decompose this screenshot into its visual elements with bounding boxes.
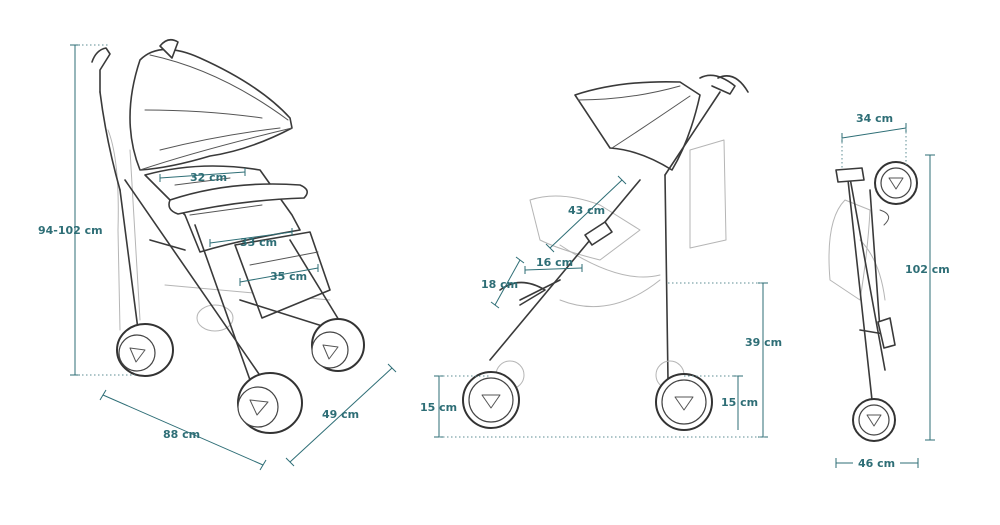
footrest-width-label: 35 cm bbox=[270, 270, 307, 283]
height-label: 94-102 cm bbox=[38, 224, 103, 237]
seat-back-width-label: 32 cm bbox=[190, 171, 227, 184]
handle-left bbox=[91, 47, 111, 93]
front-right-wheel bbox=[311, 318, 365, 372]
side-canopy bbox=[574, 80, 701, 171]
canopy-shape bbox=[129, 48, 293, 171]
side-front-wheel bbox=[462, 371, 520, 429]
seat-width-label: 33 cm bbox=[240, 236, 277, 249]
folded-width-label: 46 cm bbox=[858, 457, 895, 470]
footrest-depth-label: 18 cm bbox=[481, 278, 518, 291]
front-wheel-label: 15 cm bbox=[420, 401, 457, 414]
backrest-length-label: 43 cm bbox=[568, 204, 605, 217]
seat-depth-label: 16 cm bbox=[536, 256, 573, 269]
seat-height-label: 39 cm bbox=[745, 336, 782, 349]
folded-bottom-wheel bbox=[852, 398, 896, 442]
side-rear-wheel bbox=[655, 373, 713, 431]
folded-view: 34 cm 102 cm 46 cm bbox=[828, 112, 950, 470]
folded-depth-label: 34 cm bbox=[856, 112, 893, 125]
folded-top-wheel bbox=[874, 161, 918, 205]
rear-wheel-label: 15 cm bbox=[721, 396, 758, 409]
folded-height-label: 102 cm bbox=[905, 263, 950, 276]
perspective-view: 94-102 cm 88 cm 49 cm 32 cm 33 cm 35 cm bbox=[38, 38, 397, 471]
side-view: 43 cm 16 cm 18 cm 39 cm 15 cm 15 cm bbox=[420, 74, 782, 438]
length-label: 88 cm bbox=[163, 428, 200, 441]
front-left-wheel bbox=[237, 372, 303, 434]
rear-left-wheel bbox=[116, 323, 174, 377]
width-label: 49 cm bbox=[322, 408, 359, 421]
